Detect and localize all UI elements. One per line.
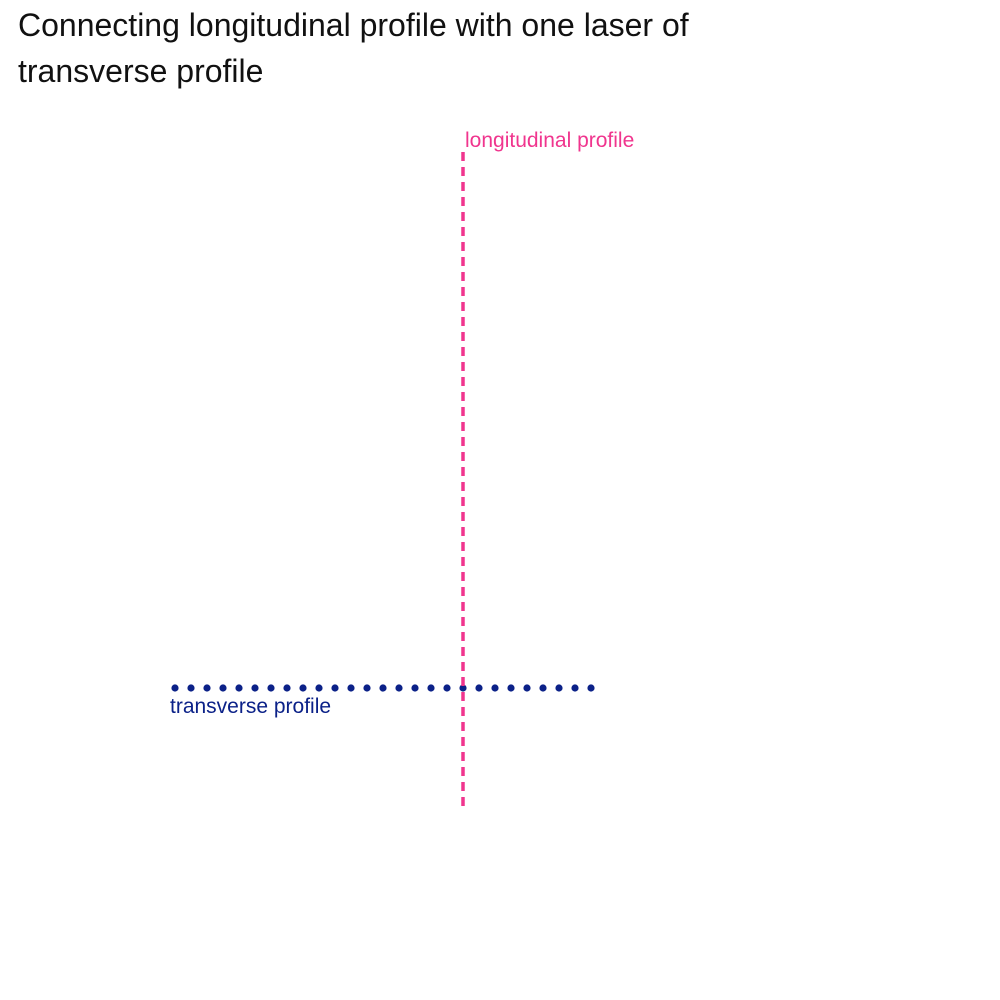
transverse-profile-point [571,684,579,692]
transverse-profile-point [347,684,355,692]
transverse-profile-point [459,684,467,692]
transverse-profile-point [555,684,563,692]
transverse-profile-point [267,684,275,692]
transverse-profile-point [523,684,531,692]
transverse-profile-point [443,684,451,692]
transverse-profile-point [235,684,243,692]
transverse-profile-point [203,684,211,692]
transverse-profile-point [299,684,307,692]
transverse-profile-point [315,684,323,692]
transverse-profile-point [587,684,595,692]
transverse-profile-point [507,684,515,692]
transverse-profile-point [411,684,419,692]
longitudinal-profile-label: longitudinal profile [465,129,634,152]
transverse-profile-point [539,684,547,692]
transverse-profile-point [395,684,403,692]
transverse-profile-point [363,684,371,692]
transverse-profile-point [171,684,179,692]
transverse-profile-point [187,684,195,692]
transverse-profile-point [219,684,227,692]
transverse-profile-point [491,684,499,692]
diagram-title: Connecting longitudinal profile with one… [18,7,689,89]
transverse-profile-label: transverse profile [170,695,331,718]
transverse-profile-point [331,684,339,692]
transverse-profile-points [171,684,595,692]
transverse-profile-point [475,684,483,692]
transverse-profile-point [251,684,259,692]
transverse-profile-point [427,684,435,692]
transverse-profile-point [379,684,387,692]
transverse-profile-point [283,684,291,692]
